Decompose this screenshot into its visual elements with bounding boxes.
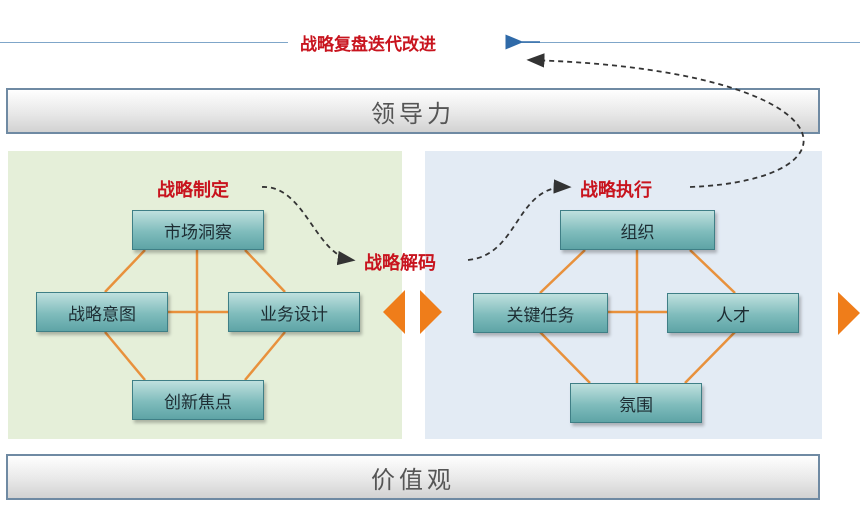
dashed-arrow-execution-to-review — [526, 53, 805, 188]
right-diamond-lines — [539, 249, 736, 384]
leadership-band: 领导力 — [6, 88, 820, 134]
node-market-insight: 市场洞察 — [132, 210, 264, 250]
node-climate: 氛围 — [570, 383, 702, 423]
node-organization: 组织 — [560, 210, 715, 250]
node-talent: 人才 — [667, 293, 799, 333]
node-key-tasks: 关键任务 — [473, 293, 608, 333]
dashed-arrow-formulation-to-decoding — [261, 186, 356, 266]
loop-line-right — [520, 42, 860, 43]
strategy-review-label: 战略复盘迭代改进 — [300, 35, 436, 55]
orange-triangle-right — [838, 292, 860, 335]
orange-triangle-middle — [420, 290, 442, 334]
node-innovation-focus: 创新焦点 — [132, 380, 264, 420]
left-diamond-lines — [104, 249, 286, 381]
orange-triangle-left — [383, 290, 405, 334]
strategy-decoding-label: 战略解码 — [364, 253, 436, 274]
loop-line-left — [0, 42, 288, 43]
strategy-formulation-title: 战略制定 — [157, 180, 229, 201]
values-band: 价值观 — [6, 454, 820, 500]
dashed-arrow-decoding-to-execution — [467, 179, 572, 261]
node-business-design: 业务设计 — [228, 292, 360, 332]
strategy-execution-title: 战略执行 — [580, 180, 652, 201]
node-strategic-intent: 战略意图 — [36, 292, 168, 332]
